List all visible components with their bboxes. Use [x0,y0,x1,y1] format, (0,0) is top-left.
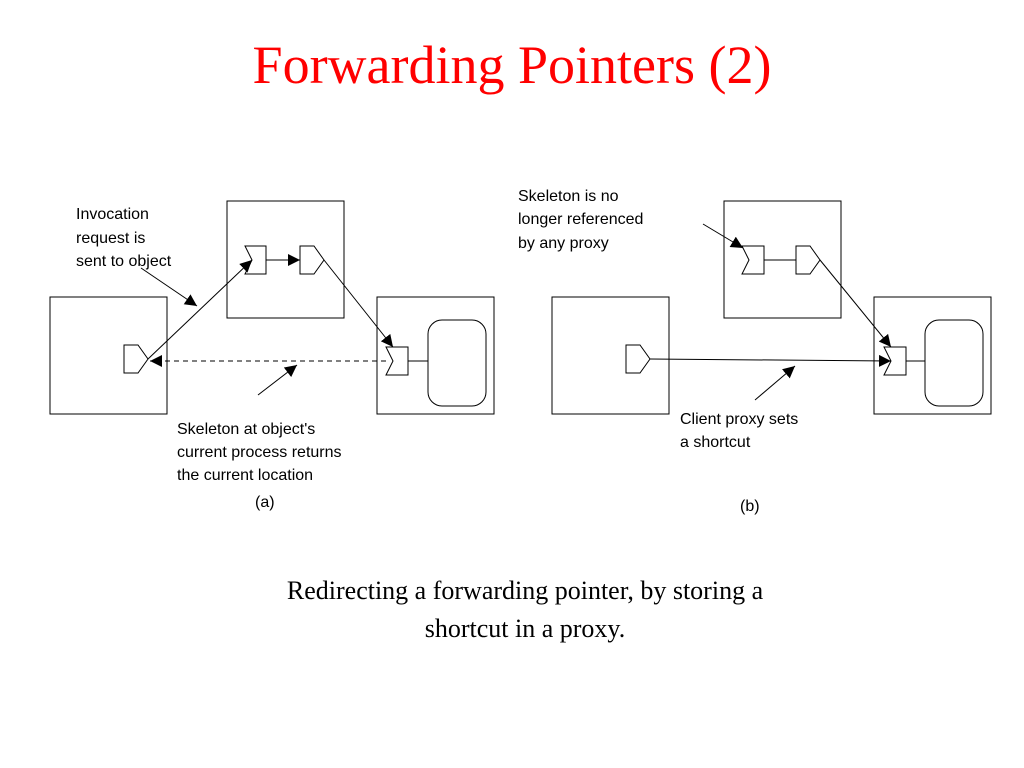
object-skeleton-shape [385,346,409,376]
panel-b: Skeleton is no longer referenced by any … [518,188,992,515]
shortcut-note-pointer [754,365,796,401]
client-proxy-shape [123,344,149,374]
slide-caption: Redirecting a forwarding pointer, by sto… [190,572,860,648]
object-rounded-box [427,319,487,407]
proxy-to-skeleton-arrow [323,259,394,348]
invocation-note-pointer [140,267,198,307]
panel-a-label: (a) [255,494,275,511]
skeleton-note-pointer [257,364,298,396]
intermediate-skeleton-shape [741,245,765,275]
shortcut-arrow [649,354,892,367]
panel-b-label: (b) [740,498,760,515]
proxy-to-skeleton-arrow [819,259,892,348]
client-process-box [551,296,670,415]
unreferenced-skeleton-note: Skeleton is no longer referenced by any … [518,188,648,252]
invocation-arrow [147,259,253,360]
intermediate-proxy-shape [795,245,821,275]
client-proxy-shape [625,344,651,374]
shortcut-note: Client proxy sets a shortcut [680,411,803,451]
skeleton-return-note: Skeleton at object's current process ret… [177,421,346,484]
client-process-box [49,296,168,415]
object-rounded-box [924,319,984,407]
intermediate-proxy-shape [299,245,325,275]
slide-title: Forwarding Pointers (2) [252,35,772,95]
panel-a: Invocation request is sent to object Ske… [49,200,495,511]
caption-line: shortcut in a proxy. [424,614,626,643]
caption-line: Redirecting a forwarding pointer, by sto… [286,576,764,605]
skeleton-note-pointer [702,223,744,249]
invocation-note: Invocation request is sent to object [76,206,172,270]
